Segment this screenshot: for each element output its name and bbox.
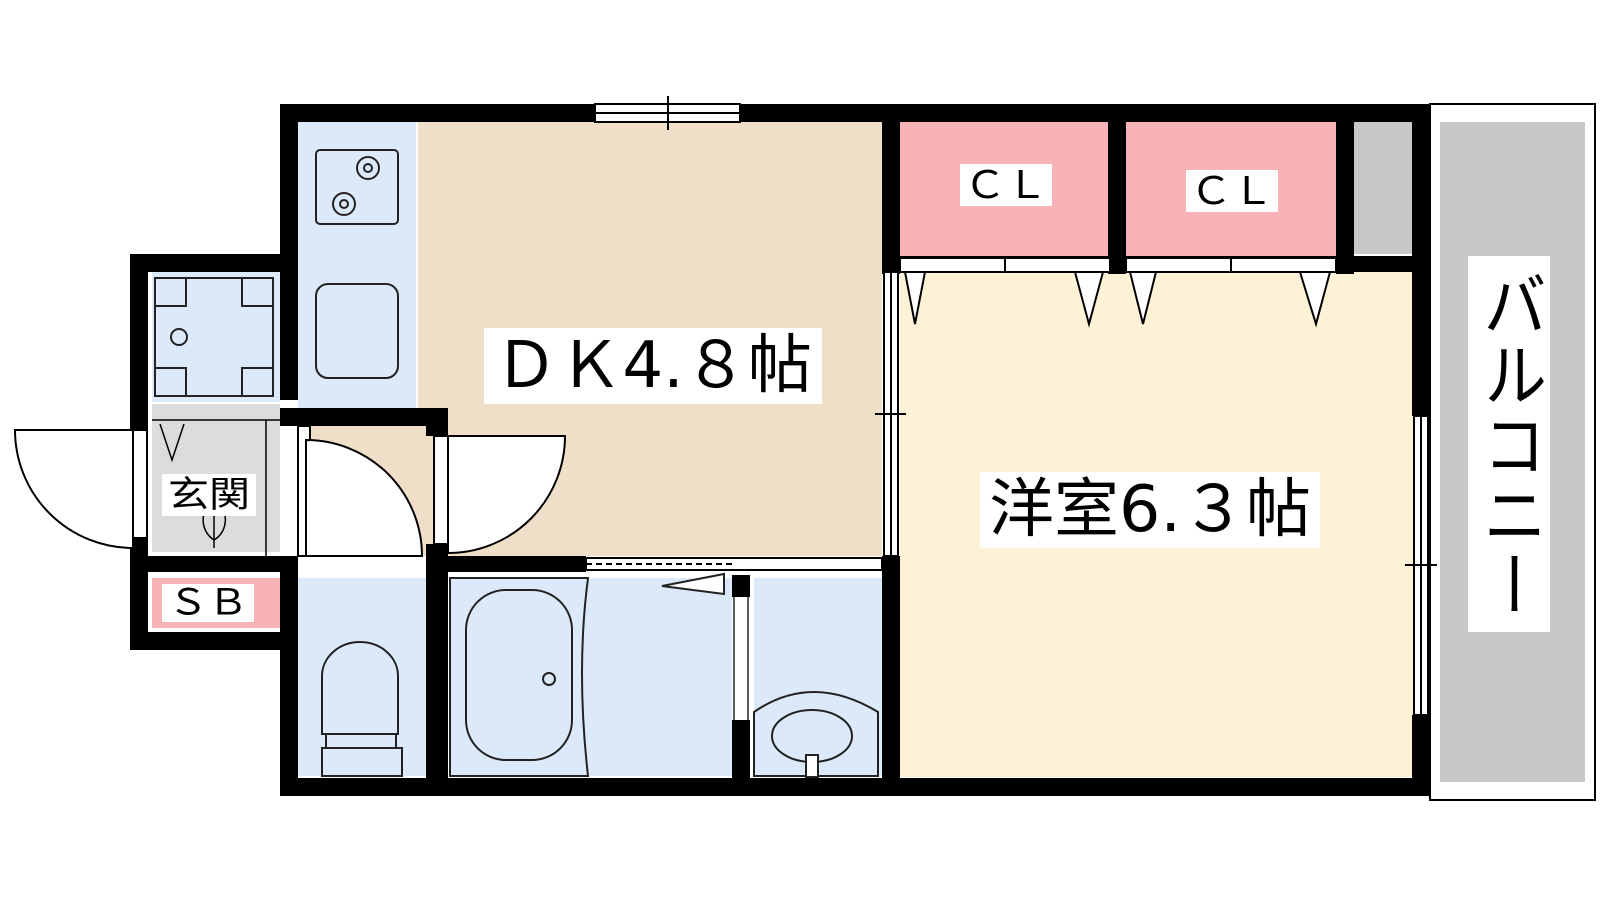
washer-floor (152, 272, 280, 402)
washroom-floor (754, 578, 882, 776)
shoebox-label: ＳＢ (168, 583, 248, 624)
bath-floor (450, 578, 732, 776)
dk-door (433, 435, 567, 555)
wash-basin-icon (753, 691, 879, 778)
balcony-label-bg (1468, 256, 1550, 632)
shoebox-label-bg (162, 584, 254, 622)
bathtub-icon (449, 577, 590, 777)
closet-1-label: ＣＬ (964, 163, 1048, 207)
closet-2-label: ＣＬ (1190, 169, 1274, 213)
entrance-label-bg (162, 474, 256, 516)
dk-label-bg (484, 328, 822, 404)
top-window (594, 96, 741, 130)
dk-label: ＤＫ4.８帖 (494, 329, 812, 403)
western-label: 洋室6.３帖 (989, 473, 1311, 547)
entrance-door (13, 429, 148, 550)
balcony-door (1405, 415, 1437, 716)
toilet-icon (321, 641, 403, 777)
hall-door (297, 425, 424, 557)
bath-partition (733, 597, 749, 720)
balcony-label: バルコニー (1472, 269, 1546, 619)
closet-1-label-bg (960, 164, 1052, 206)
toilet-floor (298, 578, 426, 776)
stove-icon (315, 149, 399, 225)
kitchen-sink-icon (315, 283, 399, 379)
washing-machine-icon (154, 277, 274, 397)
shower-head-icon (661, 572, 725, 596)
entrance-label: 玄関 (168, 475, 250, 516)
storage-floor (1352, 122, 1415, 254)
bath-sliding-door (585, 557, 883, 571)
dk-western-sliding-door (875, 271, 906, 557)
closet-doors (899, 257, 1337, 328)
closet-2-label-bg (1186, 170, 1278, 212)
western-label-bg (980, 472, 1320, 548)
